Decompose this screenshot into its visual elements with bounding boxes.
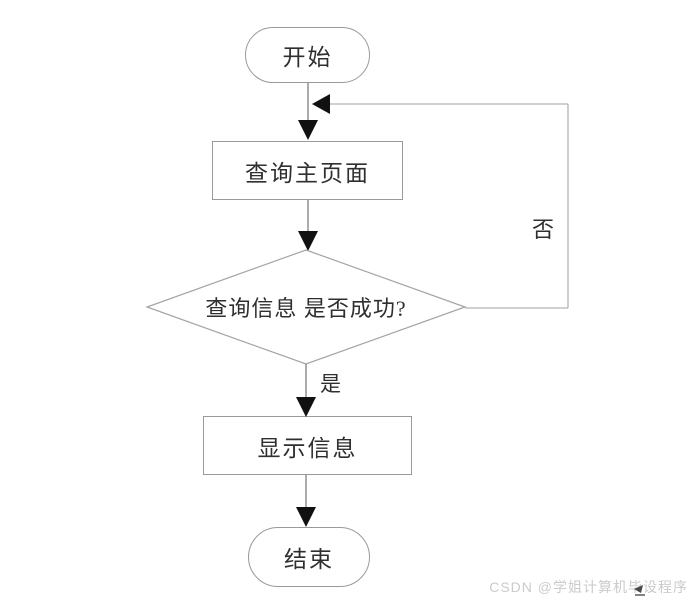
node-decision-label: 查询信息 是否成功? bbox=[205, 296, 407, 321]
arrowhead-into-decision-icon bbox=[298, 231, 318, 251]
arrowhead-into-end-icon bbox=[296, 507, 316, 527]
flowchart-node-show-info: 显示信息 bbox=[203, 416, 412, 475]
edge-label-yes: 是 bbox=[320, 372, 341, 396]
flowchart-node-end: 结束 bbox=[248, 527, 370, 587]
watermark: CSDN @学姐计算机毕设程序 bbox=[489, 579, 688, 595]
flowchart-node-query-main-page: 查询主页面 bbox=[212, 141, 403, 200]
edge-label-no: 否 bbox=[532, 217, 555, 242]
arrowhead-into-show-icon bbox=[296, 397, 316, 417]
node-query-label: 查询主页面 bbox=[245, 160, 370, 186]
flowchart-node-start: 开始 bbox=[245, 27, 370, 83]
arrowhead-into-query-icon bbox=[298, 120, 318, 140]
arrowhead-loop-left-icon bbox=[312, 94, 330, 114]
node-end-label: 结束 bbox=[284, 547, 334, 572]
node-show-info-label: 显示信息 bbox=[257, 435, 358, 461]
node-start-label: 开始 bbox=[282, 45, 333, 70]
